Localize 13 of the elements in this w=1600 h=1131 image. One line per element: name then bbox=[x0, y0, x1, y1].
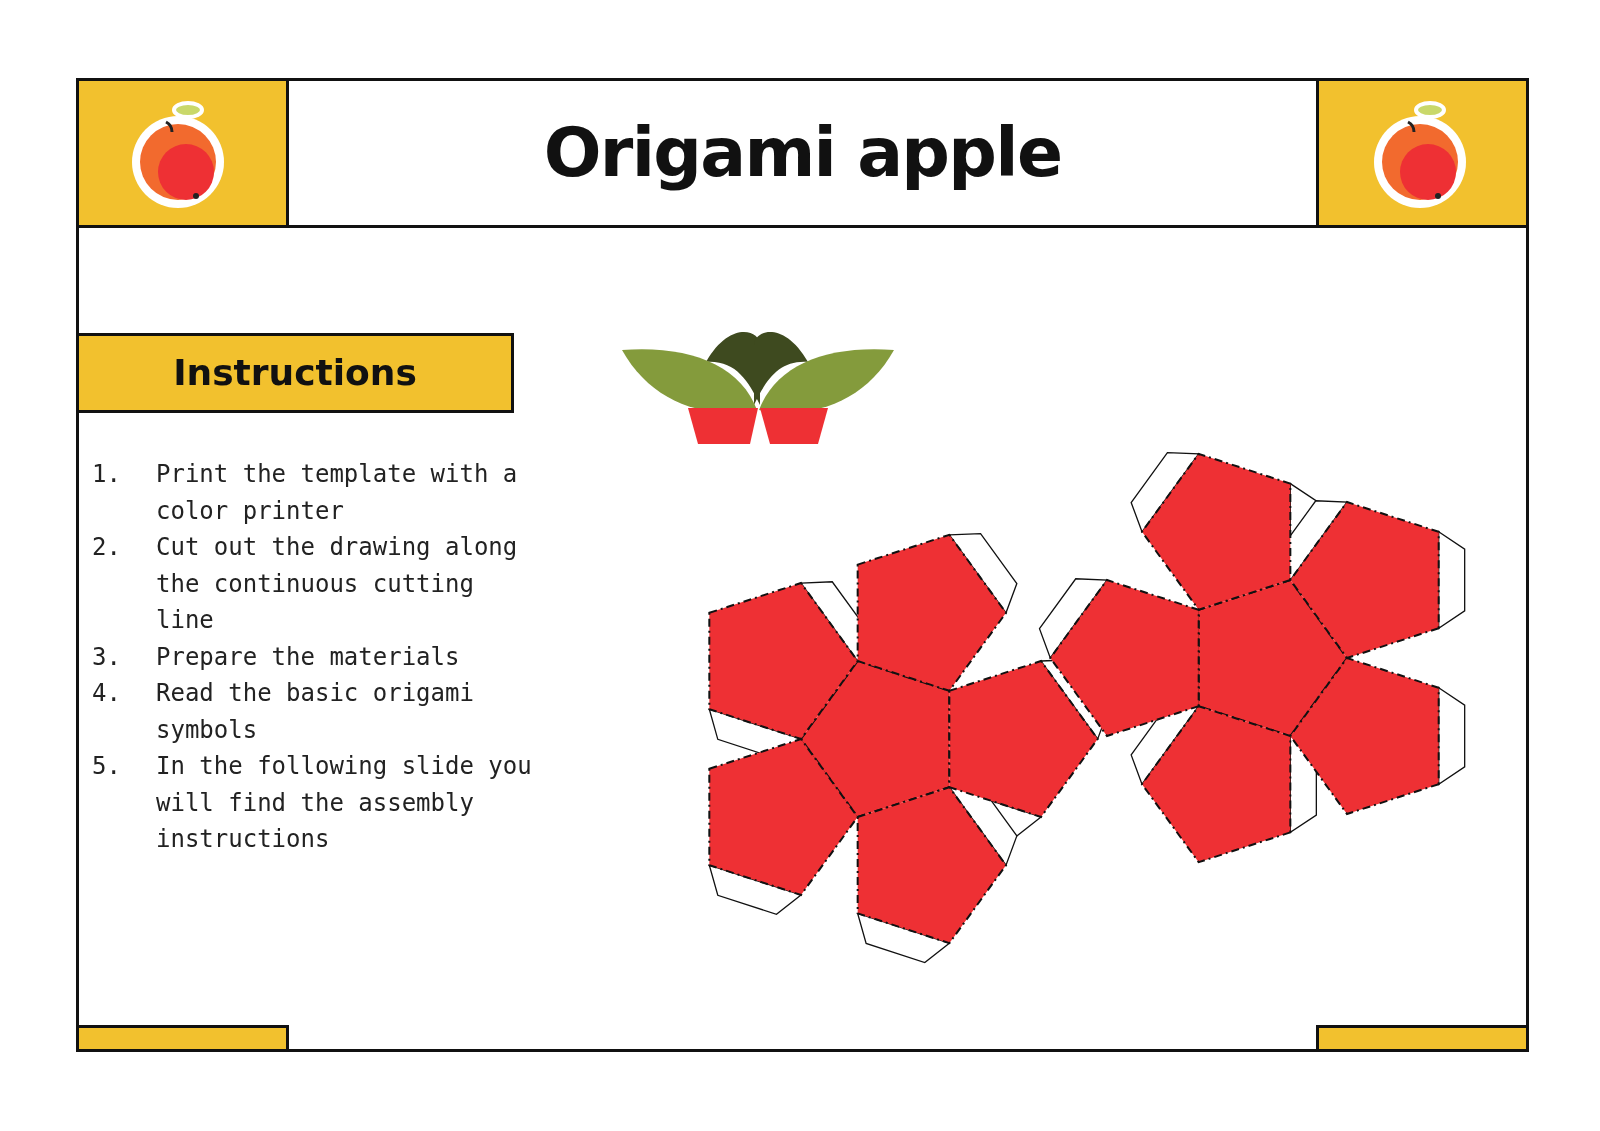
instruction-text: Print the template with a color printer bbox=[156, 459, 519, 527]
instruction-text: Prepare the materials bbox=[156, 641, 461, 673]
instruction-text: Read the basic origami symbols bbox=[156, 678, 475, 746]
step-number: 5. bbox=[92, 751, 122, 782]
step-number: 1. bbox=[92, 459, 122, 490]
step-number: 2. bbox=[92, 532, 122, 563]
instruction-text: Cut out the drawing along the continuous cutting line bbox=[156, 532, 519, 636]
title: Origami apple bbox=[543, 112, 1062, 194]
instruction-text: In the following slide you will find the assembly instructions bbox=[156, 751, 533, 855]
step-number: 4. bbox=[92, 678, 122, 709]
step-number: 3. bbox=[92, 641, 122, 673]
heading-band bbox=[76, 333, 514, 413]
section-heading: Instructions bbox=[173, 351, 417, 395]
